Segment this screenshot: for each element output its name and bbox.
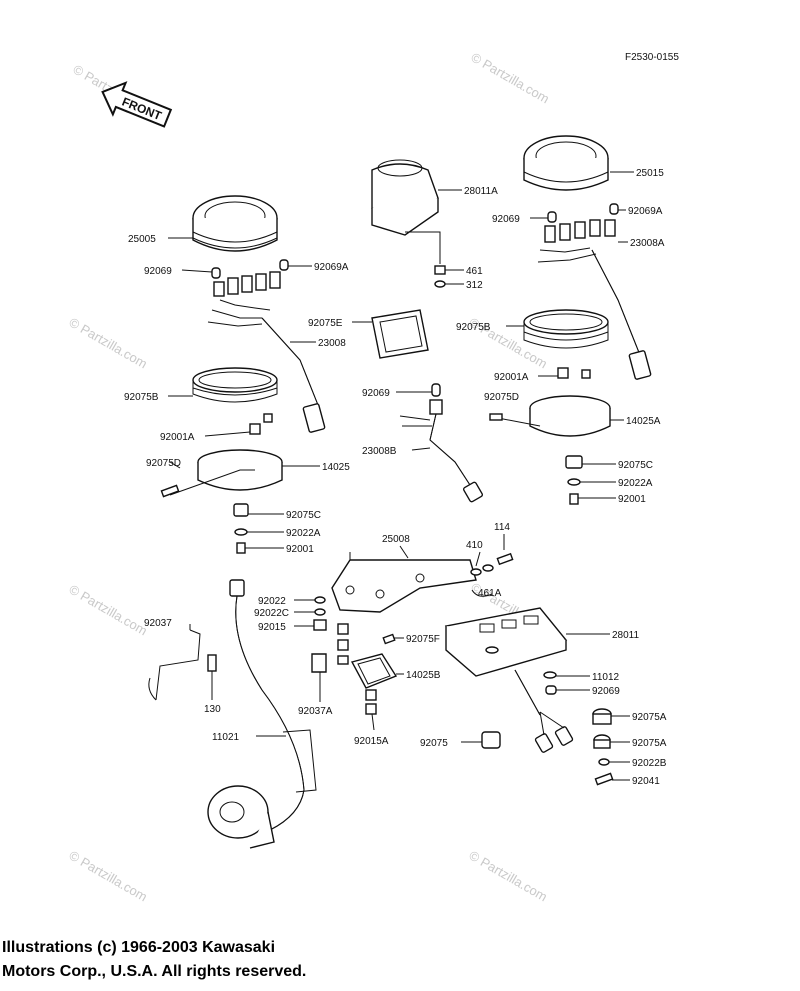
label-92001a-right: 92001A [494,372,529,383]
watermark: © Partzilla.com [67,315,150,372]
meter-bracket-assembly [311,552,514,715]
part-labels: 25005 92069 92069A 23008 92075B 92001A 9… [124,168,667,787]
label-92069a-right: 92069A [628,206,663,217]
label-25008: 25008 [382,534,410,545]
label-92022a-right: 92022A [618,478,653,489]
label-92015: 92015 [258,622,286,633]
label-92022b: 92022B [632,758,667,769]
copyright-line-2: Motors Corp., U.S.A. All rights reserved… [2,963,307,980]
indicator-cup [350,653,398,689]
copyright-line-1: Illustrations (c) 1966-2003 Kawasaki [2,939,276,956]
label-11012: 11012 [592,672,620,683]
label-92069-left: 92069 [144,266,172,277]
watermark: © Partzilla.com [67,582,150,639]
label-92001-right: 92001 [618,494,646,505]
front-arrow: FRONT [101,81,173,128]
label-92001-left: 92001 [286,544,314,555]
label-461: 461 [466,266,483,277]
label-28011a: 28011A [464,186,498,197]
label-25005: 25005 [128,234,156,245]
label-92037a: 92037A [298,706,333,717]
label-14025: 14025 [322,462,350,473]
label-92075c-left: 92075C [286,510,321,521]
right-meter-assembly [489,135,652,505]
left-harness-connector [302,403,326,433]
label-92075a-1: 92075A [632,712,667,723]
copyright-notice: Illustrations (c) 1966-2003 Kawasaki Mot… [2,936,306,984]
watermark: © Partzilla.com [67,848,150,905]
watermark: © Partzilla.com [467,848,550,905]
label-23008: 23008 [318,338,346,349]
watermark: © Partzilla.com [469,50,552,107]
label-92041: 92041 [632,776,660,787]
label-92069a-left: 92069A [314,262,349,273]
label-14025a: 14025A [626,416,661,427]
label-92075d-left: 92075D [146,458,181,469]
label-25015: 25015 [636,168,664,179]
label-312: 312 [466,280,483,291]
label-92075c-right: 92075C [618,460,653,471]
indicator-assembly [444,607,614,786]
label-461a: 461A [478,588,502,599]
label-92075d-right: 92075D [484,392,519,403]
label-92037: 92037 [144,618,172,629]
figure-code: F2530-0155 [625,52,679,63]
label-92015a: 92015A [354,736,389,747]
label-92075e: 92075E [308,318,343,329]
label-92022a-left: 92022A [286,528,321,539]
label-92022: 92022 [258,596,286,607]
watermark-layer: © Partzilla.com © Partzilla.com © Partzi… [67,50,552,905]
front-arrow-icon [101,81,173,128]
label-92075b-left: 92075B [124,392,159,403]
label-92001a-left: 92001A [160,432,195,443]
label-92022c: 92022C [254,608,289,619]
left-meter-assembly [160,195,326,554]
label-114: 114 [494,522,510,533]
label-23008a: 23008A [630,238,665,249]
label-14025b: 14025B [406,670,441,681]
label-92075: 92075 [420,738,448,749]
indicator-housing-assembly [371,159,484,503]
label-92075f: 92075F [406,634,440,645]
cushion-92075e [371,309,429,359]
label-92075b-right: 92075B [456,322,491,333]
label-92069-bottom: 92069 [592,686,620,697]
leader-lines [168,171,634,781]
label-23008b: 23008B [362,446,397,457]
label-11021: 11021 [212,732,240,743]
cable-bracket [155,629,201,701]
label-92069-mid: 92069 [362,388,390,399]
meter-bracket [331,559,477,613]
left-meter-body [192,218,278,252]
speedometer-cable-assembly [148,579,317,849]
label-410: 410 [466,540,483,551]
right-harness-connector [628,350,652,380]
label-130: 130 [204,704,221,715]
label-92069-right: 92069 [492,214,520,225]
label-28011: 28011 [612,630,640,641]
label-92075a-2: 92075A [632,738,667,749]
